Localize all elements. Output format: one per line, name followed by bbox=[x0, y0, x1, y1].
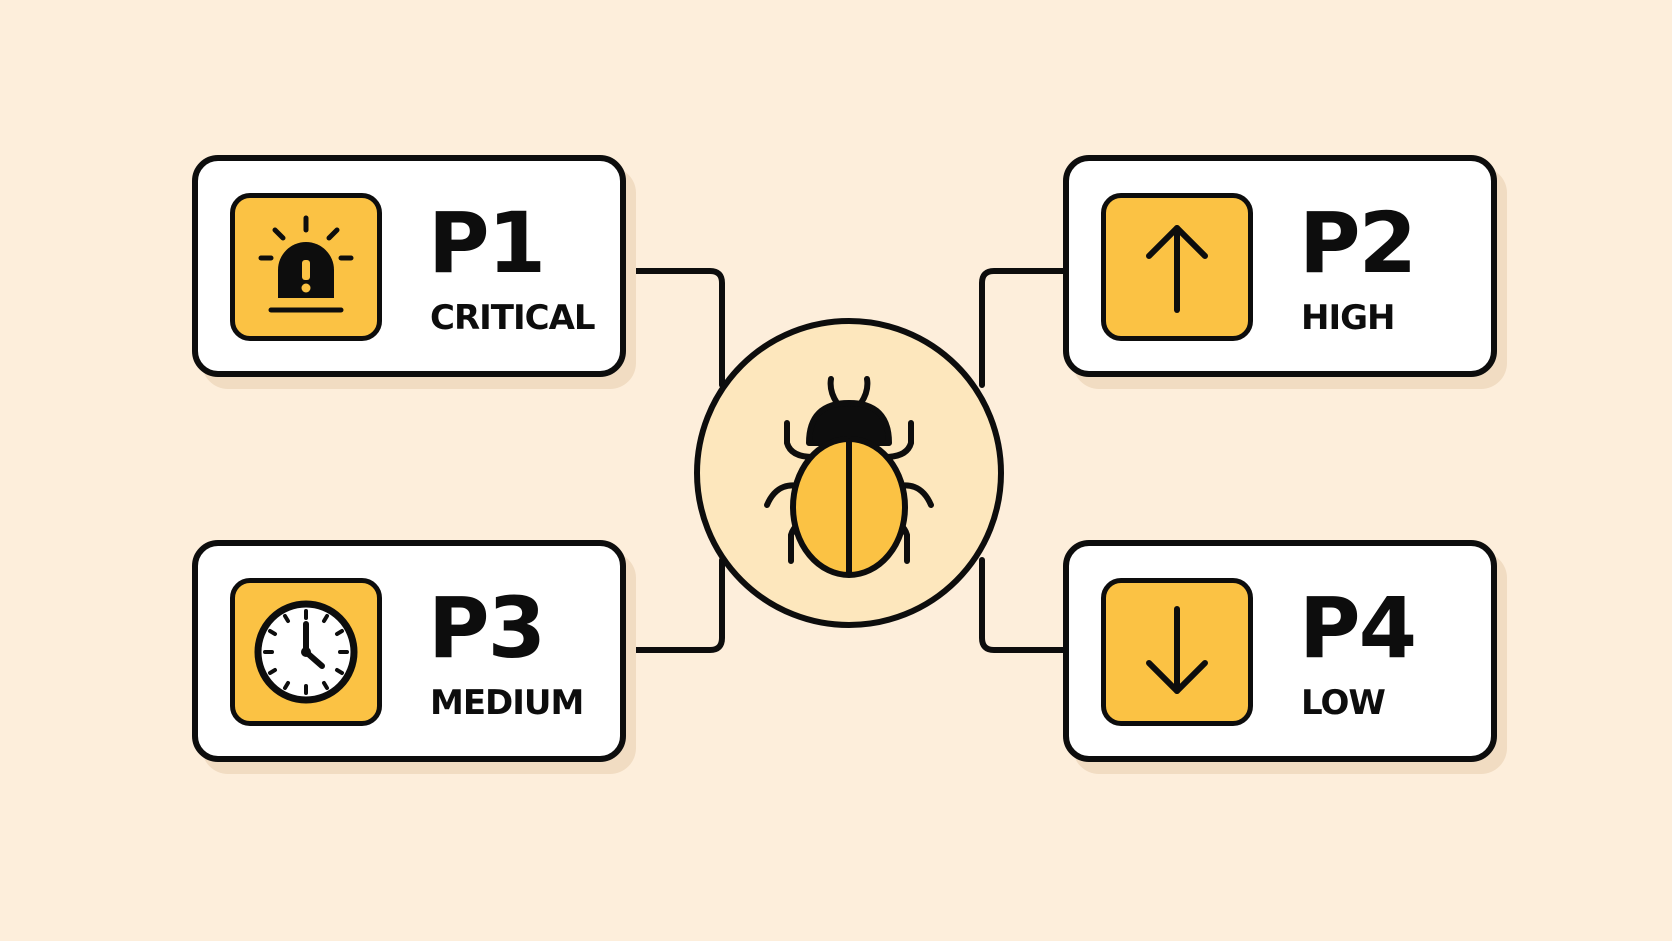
siren-icon bbox=[230, 193, 382, 341]
connector-p1 bbox=[623, 268, 725, 388]
priority-card-p4: P4 LOW bbox=[1063, 540, 1497, 762]
connector-p4 bbox=[979, 557, 1066, 653]
priority-level: HIGH bbox=[1301, 298, 1395, 338]
priority-code: P3 bbox=[428, 579, 546, 677]
bug-icon bbox=[764, 376, 934, 578]
priority-level: CRITICAL bbox=[430, 298, 596, 338]
priority-card-p2: P2 HIGH bbox=[1063, 155, 1497, 377]
priority-code: P4 bbox=[1299, 579, 1417, 677]
priority-code: P2 bbox=[1299, 194, 1417, 292]
clock-icon bbox=[230, 578, 382, 726]
bug-hub bbox=[694, 318, 1004, 628]
priority-level: MEDIUM bbox=[430, 683, 584, 723]
connector-p3 bbox=[623, 557, 725, 653]
priority-level: LOW bbox=[1301, 683, 1386, 723]
priority-code: P1 bbox=[428, 194, 546, 292]
arrow-up-icon bbox=[1101, 193, 1253, 341]
connector-p2 bbox=[979, 268, 1066, 388]
priority-card-p3: P3 MEDIUM bbox=[192, 540, 626, 762]
priority-card-p1: P1 CRITICAL bbox=[192, 155, 626, 377]
arrow-down-icon bbox=[1101, 578, 1253, 726]
